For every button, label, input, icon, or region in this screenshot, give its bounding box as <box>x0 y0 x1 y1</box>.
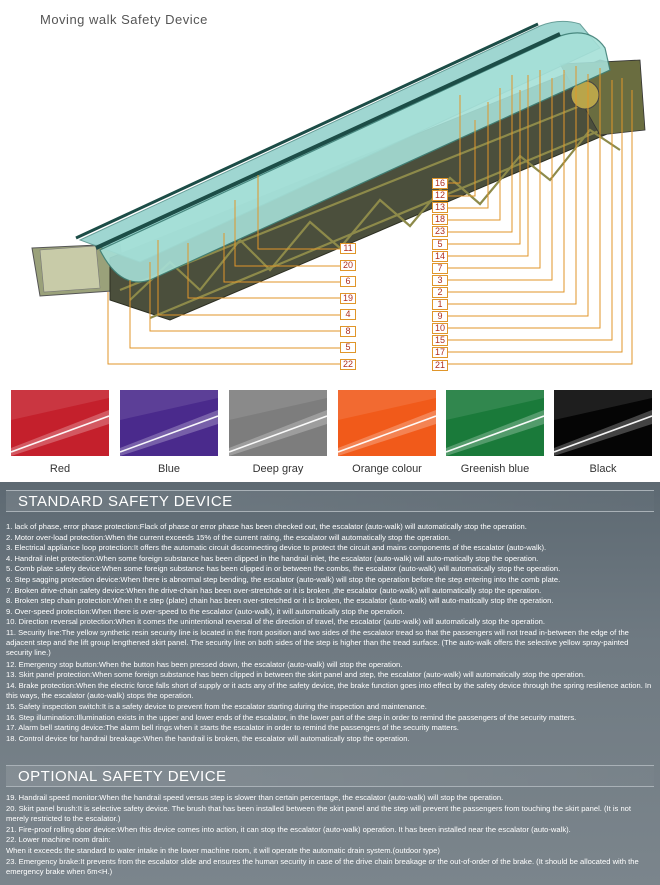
callout-right-13: 15 <box>432 335 448 347</box>
callout-right-12: 10 <box>432 323 448 335</box>
lower-housing-panel <box>39 245 101 293</box>
callout-right-1: 12 <box>432 190 448 202</box>
callout-right-11: 9 <box>432 311 448 323</box>
swatch-label: Orange colour <box>352 463 422 475</box>
list-item: 23. Emergency brake:It prevents from the… <box>6 856 639 876</box>
callout-right-6: 14 <box>432 250 448 262</box>
diagram-area: Moving walk Safety Device 11 20 6 19 4 8 5 22 1… <box>11 12 652 475</box>
handrail <box>95 32 561 250</box>
swatch-highlight <box>338 390 436 456</box>
callout-left-7: 22 <box>340 358 356 370</box>
handrail-back <box>75 22 539 240</box>
swatch-highlight <box>120 390 218 456</box>
list-item: 14. Brake protection:When the electric f… <box>6 681 652 701</box>
optional-section-heading: OPTIONAL SAFETY DEVICE <box>6 765 654 787</box>
list-item: 18. Control device for handrail breakage… <box>6 734 410 743</box>
callout-right-4: 23 <box>432 226 448 238</box>
callout-left-4: 4 <box>340 309 356 320</box>
list-item: 13. Skirt panel protection:When some for… <box>6 670 586 680</box>
list-item: 8. Broken step chain protection:When th … <box>6 596 554 606</box>
list-item: 19. Handrail speed monitor:When the hand… <box>6 793 504 802</box>
swatch-label: Black <box>589 463 617 475</box>
list-item: 2. Motor over-load protection:When the c… <box>6 532 451 542</box>
callout-right-0: 16 <box>432 178 448 189</box>
list-item: 10. Direction reversal protection:When i… <box>6 617 546 627</box>
list-item: 21. Fire-proof rolling door device:When … <box>6 824 571 834</box>
list-item: 22. Lower machine room drain: <box>6 835 111 845</box>
list-item: 11. Security line:The yellow synthetic r… <box>6 628 629 658</box>
swatch-highlight <box>11 390 109 456</box>
list-item: 12. Emergency stop button:When the butto… <box>6 659 403 669</box>
escalator-diagram <box>31 20 646 365</box>
callout-left-0: 11 <box>340 243 356 254</box>
handrail-swatch <box>554 390 652 456</box>
page-title: Moving walk Safety Device <box>40 12 208 27</box>
callout-left-3: 19 <box>340 292 356 304</box>
handrail-swatch <box>11 390 109 456</box>
callout-right-14: 17 <box>432 347 448 359</box>
handrail-swatch <box>338 390 436 456</box>
callout-right-7: 7 <box>432 262 448 274</box>
leader-lines-left <box>107 175 340 365</box>
callout-left-5: 8 <box>340 325 356 337</box>
swatch-highlight <box>446 390 544 456</box>
list-item: 7. Broken drive-chain safety device:When… <box>6 585 542 595</box>
list-item: 16. Step illumination:Illumination exist… <box>6 712 577 722</box>
list-item: 6. Step sagging protection device:When t… <box>6 575 561 584</box>
swatch-label: Greenish blue <box>460 463 530 475</box>
list-item: 4. Handrail inlet protection:When some f… <box>6 553 539 563</box>
callout-right-8: 3 <box>432 274 448 286</box>
optional-heading-text: OPTIONAL SAFETY DEVICE <box>18 768 227 785</box>
handrail-swatch <box>120 390 218 456</box>
callout-right-5: 5 <box>432 238 448 250</box>
list-item: 5. Comb plate safety device:When some fo… <box>6 564 561 574</box>
callout-right-2: 13 <box>432 202 448 214</box>
list-item: 17. Alarm bell starting device:The alarm… <box>6 723 459 733</box>
safety-device-panel: STANDARD SAFETY DEVICE 1. lack of phase,… <box>0 482 660 885</box>
handrail-swatch <box>229 390 327 456</box>
list-item: When it exceeds the standard to water in… <box>6 846 440 855</box>
callout-right-15: 21 <box>432 359 448 371</box>
handrail-swatch <box>446 390 544 456</box>
callout-left-1: 20 <box>340 259 356 271</box>
list-item: 9. Over-speed protection:When there is o… <box>6 606 405 616</box>
callout-left-2: 6 <box>340 276 356 287</box>
swatch-highlight <box>554 390 652 456</box>
standard-section-heading: STANDARD SAFETY DEVICE <box>6 490 654 512</box>
swatch-label: Blue <box>157 463 181 475</box>
callout-right-9: 2 <box>432 286 448 298</box>
standard-heading-text: STANDARD SAFETY DEVICE <box>18 493 233 510</box>
callout-right-3: 18 <box>432 214 448 226</box>
swatch-label: Red <box>49 463 71 475</box>
balustrade-front <box>99 32 611 283</box>
list-item: 20. Skirt panel brush:It is selective sa… <box>6 803 632 823</box>
list-item: 1. lack of phase, error phase protection… <box>6 522 527 531</box>
list-item: 15. Safety inspection switch:It is a saf… <box>6 702 427 712</box>
swatch-label: Deep gray <box>252 463 304 475</box>
callout-right-10: 1 <box>432 299 448 310</box>
swatch-highlight <box>229 390 327 456</box>
callout-left-6: 5 <box>340 342 356 353</box>
list-item: 3. Electrical appliance loop protection:… <box>6 543 547 553</box>
